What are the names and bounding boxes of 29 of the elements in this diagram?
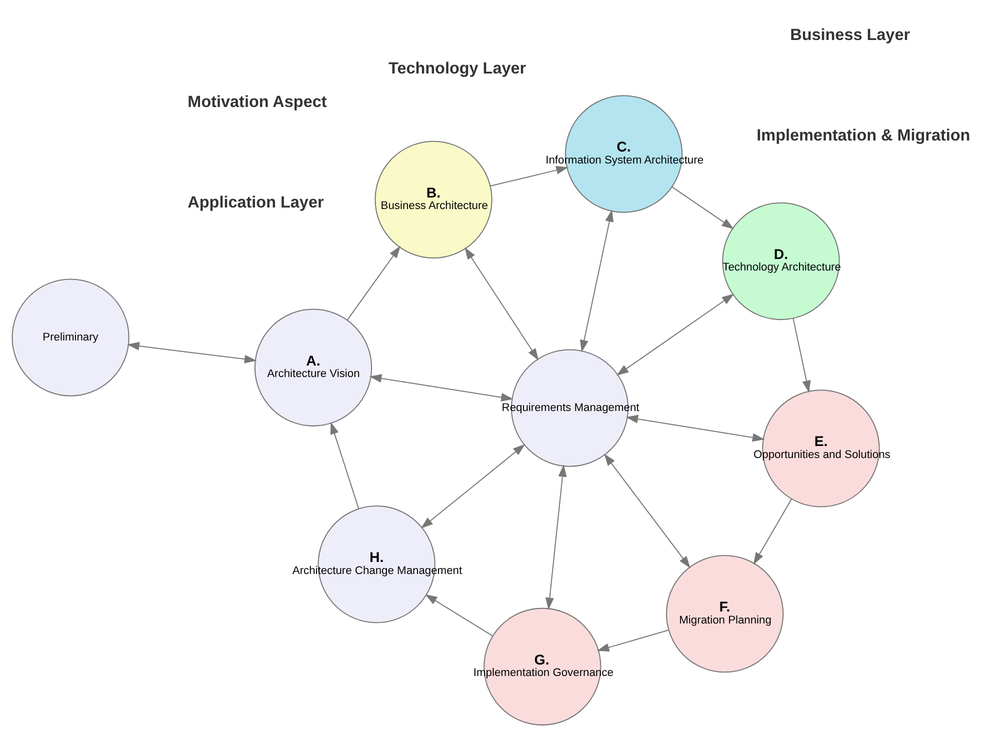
label: Business Layer <box>790 26 910 44</box>
arrow <box>626 414 765 442</box>
arrow <box>545 464 567 610</box>
arrow <box>369 374 514 402</box>
node-label: Opportunities and Solutions <box>753 448 890 461</box>
arrow <box>580 210 614 352</box>
arrow <box>420 444 526 529</box>
label: Application Layer <box>188 193 324 212</box>
label: Motivation Aspect <box>188 93 327 112</box>
node-label: Implementation Governance <box>473 667 614 680</box>
label: Implementation & Migration <box>756 126 970 145</box>
arrow <box>346 246 400 320</box>
arrow <box>127 342 257 364</box>
arrow <box>596 630 669 652</box>
arrow <box>792 318 811 393</box>
node-label: Information System Architecture <box>546 154 704 166</box>
node-label: Architecture Change Management <box>292 564 462 577</box>
arrow <box>424 594 493 636</box>
node-circle: A. Architecture Vision <box>254 308 372 426</box>
arrow <box>330 422 360 509</box>
arrow <box>753 498 792 565</box>
label: Technology Layer <box>388 60 526 78</box>
arrow <box>672 186 734 230</box>
arrow <box>616 294 734 376</box>
arrow <box>490 166 568 186</box>
arrow <box>604 454 690 568</box>
node-label: Requirements Management <box>502 402 640 414</box>
node-circle: Preliminary <box>12 278 130 396</box>
arrow <box>464 247 539 360</box>
